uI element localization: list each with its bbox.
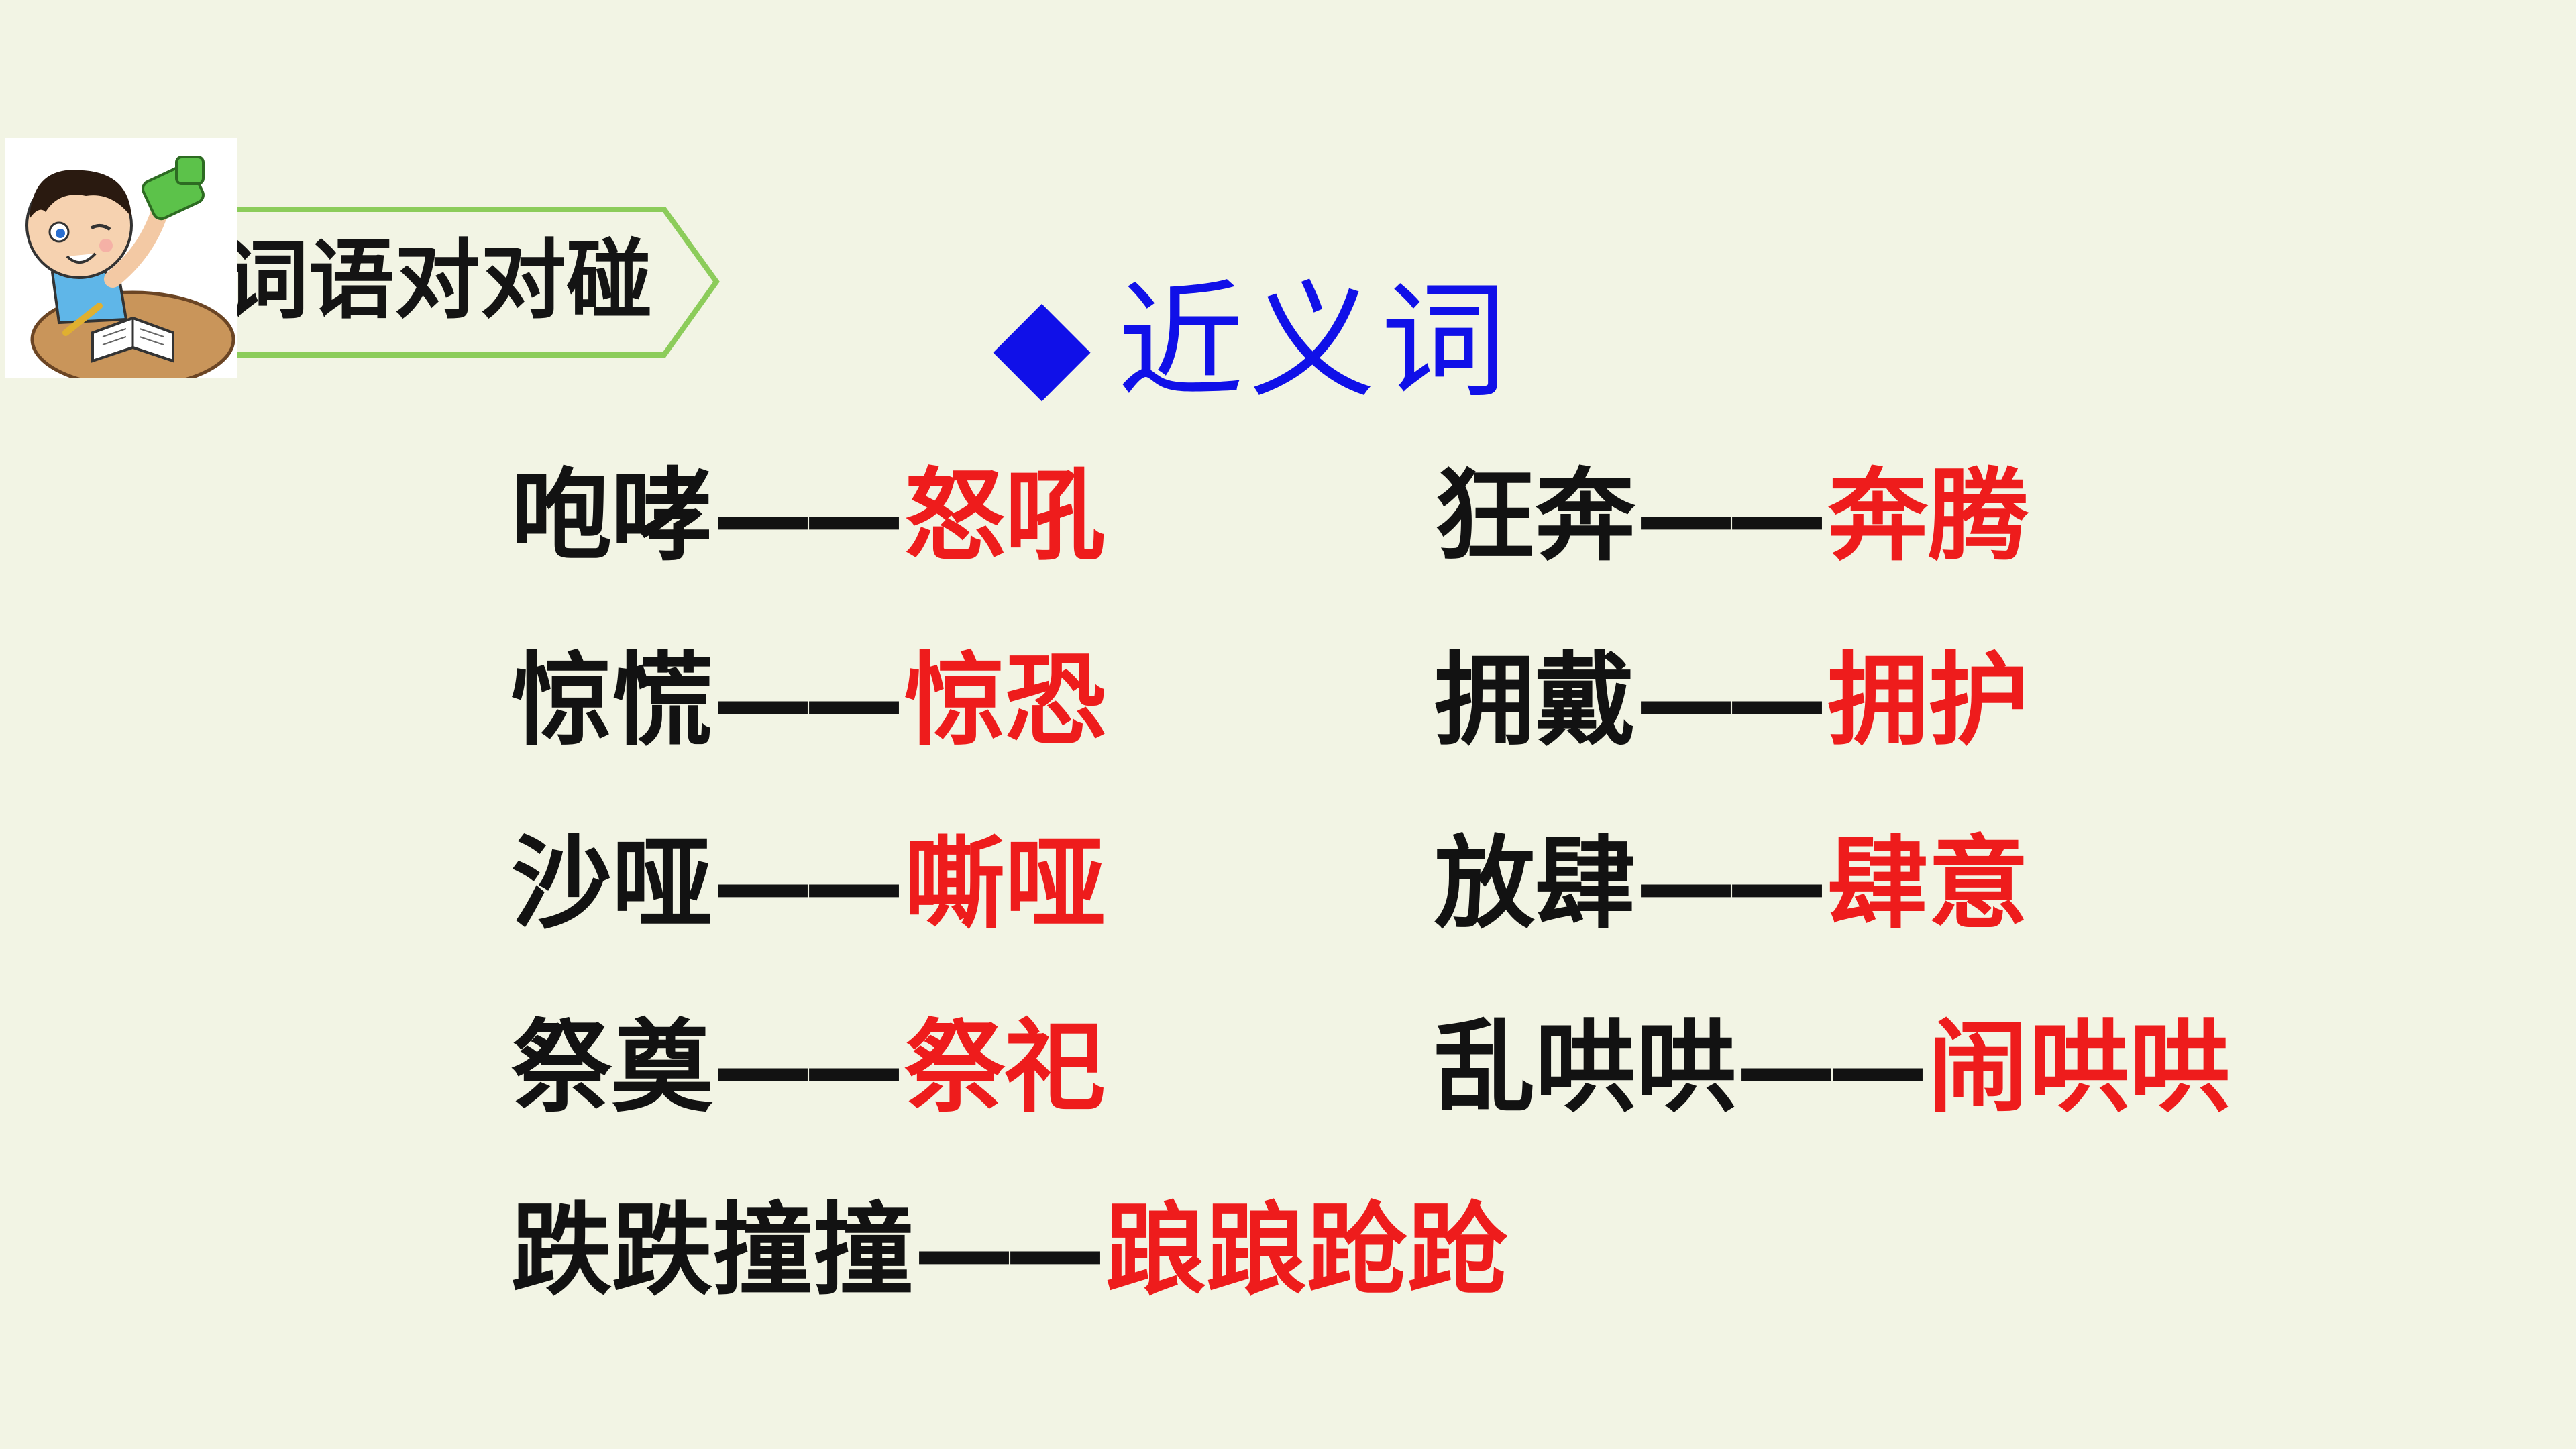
pair-dash: ——	[712, 826, 904, 943]
synonym-pair-2: 狂奔 —— 奔腾	[1434, 456, 2029, 577]
pair-dash: ——	[1635, 643, 1827, 759]
pair-word: 惊慌	[511, 643, 713, 759]
synonym-pair-4: 拥戴 —— 拥护	[1434, 641, 2029, 761]
pair-word: 咆哮	[511, 458, 713, 575]
pair-synonym: 惊恐	[904, 643, 1106, 759]
pair-dash: ——	[712, 1010, 904, 1126]
pair-dash: ——	[1736, 1010, 1928, 1126]
pair-synonym: 拥护	[1827, 643, 2029, 759]
pair-dash: ——	[712, 458, 904, 575]
pair-synonym: 怒吼	[904, 458, 1106, 575]
pair-word: 狂奔	[1434, 458, 1636, 575]
synonym-pair-8: 乱哄哄 —— 闹哄哄	[1434, 1008, 2230, 1128]
pair-synonym: 闹哄哄	[1928, 1010, 2231, 1126]
pair-dash: ——	[1635, 826, 1827, 943]
pair-synonym: 嘶哑	[904, 826, 1106, 943]
pair-word: 放肆	[1434, 826, 1636, 943]
synonym-pair-6: 放肆 —— 肆意	[1434, 824, 2029, 945]
banner-arrow-shape	[224, 207, 720, 358]
pair-dash: ——	[712, 643, 904, 759]
section-title-text: 近义词	[1118, 268, 1513, 415]
synonym-pair-9: 跌跌撞撞 —— 踉踉跄跄	[511, 1191, 1508, 1311]
synonym-pair-1: 咆哮 —— 怒吼	[511, 456, 1106, 577]
synonym-pair-7: 祭奠 —— 祭祀	[511, 1008, 1106, 1128]
pair-word: 乱哄哄	[1434, 1010, 1737, 1126]
header-label: 词语对对碰	[223, 231, 653, 331]
pair-word: 沙哑	[511, 826, 713, 943]
header-banner: 词语对对碰	[221, 207, 721, 358]
kid-reading-illustration-icon	[5, 138, 237, 378]
pair-dash: ——	[914, 1193, 1106, 1309]
pair-synonym: 奔腾	[1827, 458, 2029, 575]
pair-synonym: 肆意	[1827, 826, 2029, 943]
pair-synonym: 祭祀	[904, 1010, 1106, 1126]
pair-word: 拥戴	[1434, 643, 1636, 759]
synonym-pair-3: 惊慌 —— 惊恐	[511, 641, 1106, 761]
pair-word: 祭奠	[511, 1010, 713, 1126]
pair-synonym: 踉踉跄跄	[1106, 1193, 1509, 1309]
pair-word: 跌跌撞撞	[511, 1193, 914, 1309]
synonym-pair-5: 沙哑 —— 嘶哑	[511, 824, 1106, 945]
pair-dash: ——	[1635, 458, 1827, 575]
diamond-bullet-icon: ◆	[993, 268, 1091, 416]
section-title: ◆ 近义词	[993, 275, 1512, 409]
